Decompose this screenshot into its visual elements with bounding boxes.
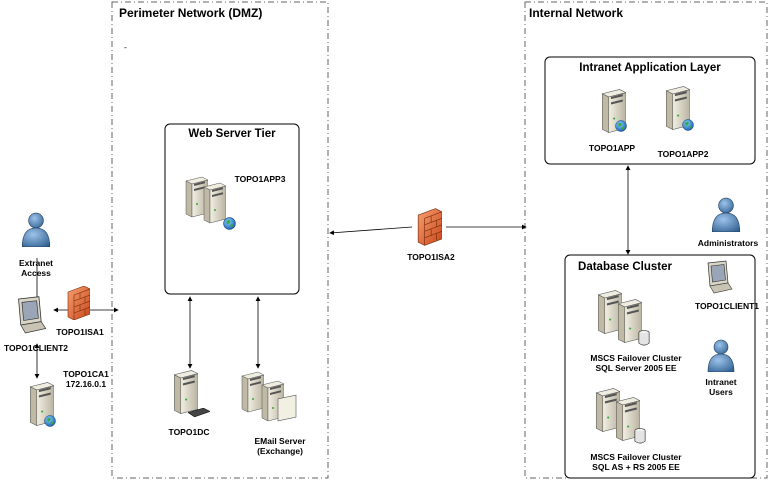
monitor-icon [18, 296, 47, 334]
app3-label: TOPO1APP3 [234, 174, 286, 184]
intranet-app-title: Intranet Application Layer [579, 62, 721, 74]
database-icon [638, 330, 650, 346]
server-icon [241, 371, 264, 413]
server-icon [617, 298, 642, 344]
server-icon [203, 182, 226, 224]
extranet-access-label: Extranet Access [18, 258, 53, 278]
group-web-tier [164, 123, 300, 295]
app2-label: TOPO1APP2 [657, 149, 709, 159]
globe-icon [44, 415, 56, 427]
app-label: TOPO1APP [588, 143, 636, 153]
web-tier-title: Web Server Tier [188, 128, 276, 140]
email-label: EMail Server (Exchange) [254, 436, 306, 456]
zone-internal [524, 1, 768, 479]
user-icon [21, 212, 51, 247]
isa1-label: TOPO1ISA1 [56, 327, 104, 337]
database-icon [634, 428, 646, 444]
client2-label: TOPO1CLIENT2 [3, 343, 69, 353]
firewall-icon [67, 286, 90, 320]
globe-icon [615, 120, 627, 132]
zone-internal-title: Internal Network [529, 6, 624, 20]
zone-dmz-marker: - [124, 42, 127, 52]
administrators-label: Administrators [697, 238, 759, 248]
db-cluster-title: Database Cluster [578, 261, 672, 273]
globe-icon [682, 119, 694, 131]
server-icon [173, 369, 198, 415]
sql-cluster-label: MSCS Failover Cluster SQL Server 2005 EE [590, 353, 682, 373]
asrs-cluster-label: MSCS Failover Cluster SQL AS + RS 2005 E… [590, 452, 682, 472]
group-intranet-app [544, 56, 756, 165]
mail-tray-icon [277, 394, 297, 422]
isa2-label: TOPO1ISA2 [407, 252, 455, 262]
link-dmz-isa2 [329, 226, 413, 236]
firewall-icon [417, 208, 442, 246]
zone-dmz [111, 1, 329, 479]
client1-label: TOPO1CLIENT1 [694, 301, 760, 311]
ca1-label: TOPO1CA1 172.16.0.1 [63, 369, 109, 389]
user-icon [711, 197, 741, 232]
globe-icon [223, 217, 236, 230]
dc-label: TOPO1DC [168, 427, 210, 437]
zone-dmz-title: Perimeter Network (DMZ) [119, 6, 263, 20]
intranet-users-label: Intranet Users [705, 377, 737, 397]
